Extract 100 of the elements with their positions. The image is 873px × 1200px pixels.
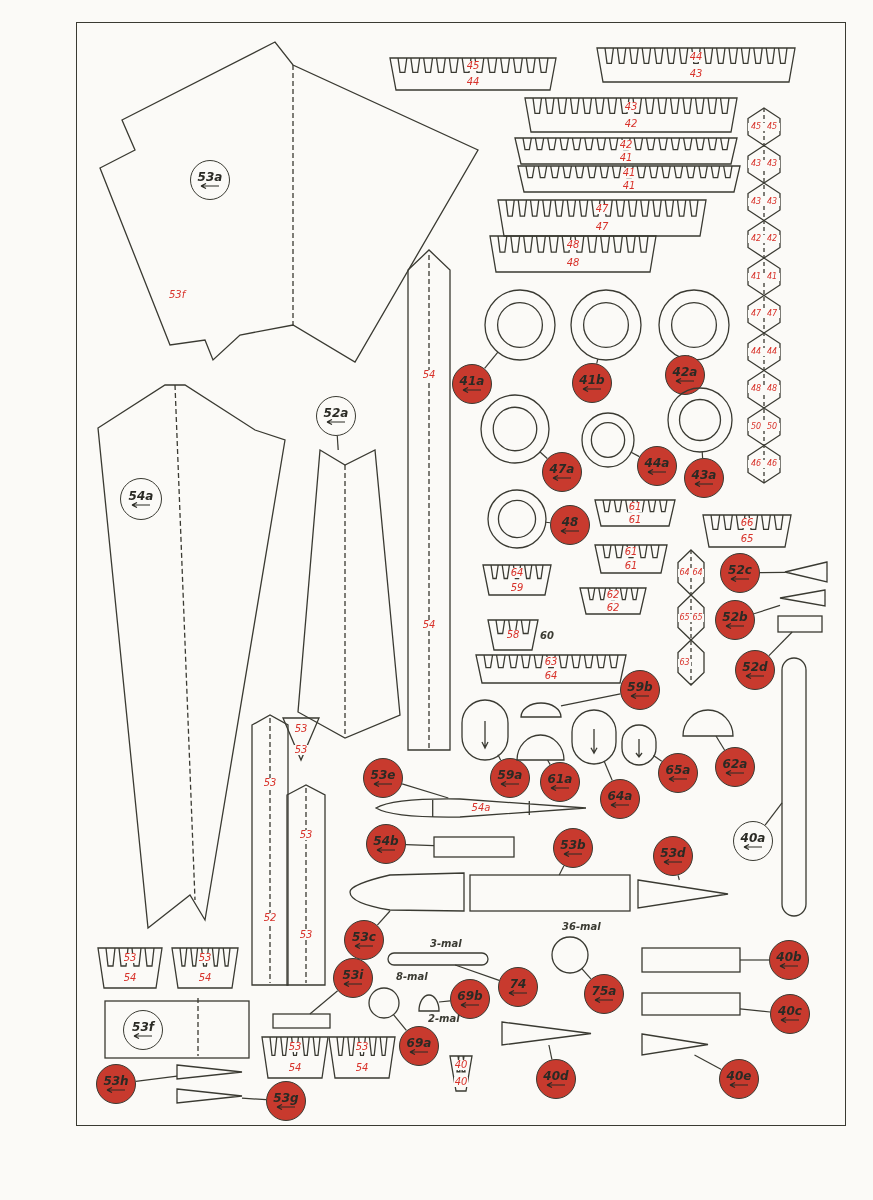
part-number: 59a <box>497 769 523 781</box>
number-badge <box>715 747 755 787</box>
part-number: 52b <box>722 611 748 623</box>
part-number: 53 <box>298 830 314 840</box>
part-number: 53 <box>262 777 278 788</box>
part-number: 42 <box>764 235 780 244</box>
leader-line <box>539 451 548 460</box>
part-number: 54 <box>421 620 437 630</box>
part-number: 41 <box>621 167 637 178</box>
part-number: 53f <box>168 290 187 300</box>
part-number: 44 <box>748 347 764 356</box>
quantity-note: 60 <box>540 630 554 641</box>
part-number: 52 <box>262 912 278 923</box>
part-number: 44 <box>688 51 704 62</box>
leader-line <box>630 451 640 458</box>
quantity-note: 3-mal <box>430 938 462 949</box>
part-number: 53b <box>560 839 586 851</box>
number-badge <box>266 1081 306 1121</box>
number-badge <box>498 967 538 1007</box>
part-number: 40 <box>453 1059 469 1070</box>
number-badge <box>719 1059 759 1099</box>
part-number: 40b <box>776 951 802 963</box>
leader-line <box>497 754 502 761</box>
leader-line <box>548 1044 553 1060</box>
part-number: 41 <box>621 180 637 191</box>
part-number: 65 <box>691 613 704 622</box>
part-number: 43 <box>688 68 704 79</box>
number-badge <box>733 821 773 861</box>
number-badge <box>715 600 755 640</box>
part-number: 54 <box>354 1062 370 1073</box>
part-number: 54 <box>197 973 213 983</box>
number-badge <box>316 396 356 436</box>
number-badge <box>96 1064 136 1104</box>
leader-line <box>677 874 680 881</box>
leader-line <box>392 1014 407 1032</box>
number-badge <box>720 553 760 593</box>
part-number: 48 <box>748 385 764 394</box>
leader-line <box>764 802 783 826</box>
part-number: 52a <box>323 407 349 419</box>
part-number: 47 <box>594 204 610 214</box>
part-number: 43a <box>691 469 717 481</box>
part-number: 64 <box>543 671 559 681</box>
part-number: 52c <box>728 564 752 576</box>
part-number: 59 <box>509 582 525 593</box>
part-number: 48 <box>565 240 581 250</box>
part-number: 46 <box>764 460 780 469</box>
part-number: 53e <box>370 769 396 781</box>
leader-line <box>558 865 565 876</box>
leader-line <box>768 631 793 657</box>
number-badge <box>620 670 660 710</box>
part-number: 53f <box>132 1021 154 1033</box>
part-number: 40e <box>726 1070 752 1082</box>
part-number: 74 <box>509 978 527 990</box>
part-number: 42 <box>748 235 764 244</box>
part-number: 50 <box>764 422 780 431</box>
number-badge <box>553 828 593 868</box>
part-number: 47 <box>764 310 780 319</box>
leader-line <box>336 435 339 451</box>
number-badge <box>684 458 724 498</box>
leader-line <box>560 693 621 707</box>
part-number: 42a <box>672 366 698 378</box>
part-number: 61 <box>627 501 643 512</box>
number-badge <box>769 940 809 980</box>
part-number: 48 <box>565 258 581 268</box>
part-number: 64a <box>607 790 633 802</box>
part-number: 53 <box>197 953 213 963</box>
leader-line <box>376 910 391 926</box>
number-badge <box>658 753 698 793</box>
leader-line <box>438 1000 451 1003</box>
part-number: 61 <box>623 547 639 557</box>
number-badge <box>123 1010 163 1050</box>
part-number: 43 <box>764 197 780 206</box>
number-badge <box>735 650 775 690</box>
part-number: 43 <box>748 197 764 206</box>
part-number: 43 <box>748 160 764 169</box>
leader-line <box>309 990 339 1015</box>
number-badge <box>584 974 624 1014</box>
number-badge <box>653 836 693 876</box>
leader-line <box>241 1097 267 1101</box>
part-number: 44a <box>644 457 670 469</box>
part-number: 62 <box>605 589 621 600</box>
part-number: 50 <box>748 422 764 431</box>
number-badge <box>770 994 810 1034</box>
part-number: 64 <box>691 568 704 577</box>
number-badge <box>637 446 677 486</box>
part-number: 53 <box>293 723 309 734</box>
part-number: 53 <box>287 1042 303 1053</box>
part-number: 65 <box>739 534 755 544</box>
leader-line <box>401 783 449 799</box>
part-number: 61 <box>623 561 639 571</box>
number-badge <box>600 779 640 819</box>
part-number: 59b <box>627 681 653 693</box>
number-badge <box>399 1026 439 1066</box>
number-badge <box>540 762 580 802</box>
part-number: 53a <box>197 171 223 183</box>
part-number: 45 <box>764 122 780 131</box>
part-number: 69b <box>457 990 483 1002</box>
part-number: 53 <box>293 744 309 755</box>
part-number: 66 <box>739 518 755 528</box>
part-number: 53d <box>660 847 686 859</box>
